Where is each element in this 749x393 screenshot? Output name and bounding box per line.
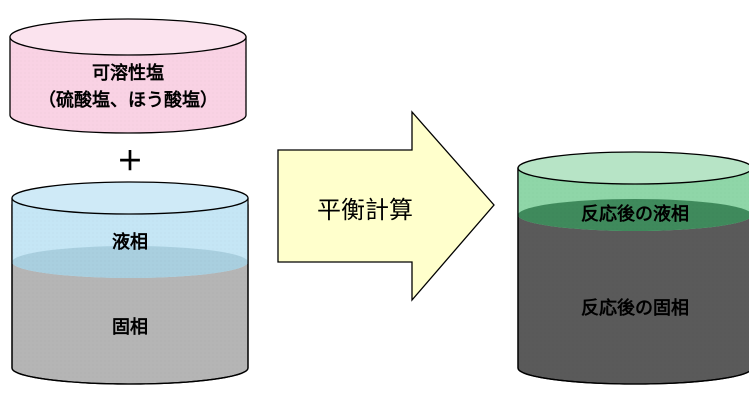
process-arrow — [277, 110, 495, 302]
salt-label-line1: 可溶性塩 — [92, 63, 164, 84]
salt-cylinder — [9, 18, 247, 134]
arrow-label: 平衡計算 — [317, 196, 413, 224]
before-cylinder — [11, 181, 249, 385]
after-liquid-label: 反応後の液相 — [581, 204, 689, 225]
liquid-phase-label: 液相 — [112, 232, 148, 253]
salt-label-line2: （硫酸塩、ほう酸塩） — [38, 90, 218, 111]
after-cylinder — [517, 151, 749, 385]
plus-sign: ＋ — [116, 147, 143, 177]
solid-phase-label: 固相 — [112, 317, 148, 338]
after-solid-label: 反応後の固相 — [581, 298, 689, 319]
